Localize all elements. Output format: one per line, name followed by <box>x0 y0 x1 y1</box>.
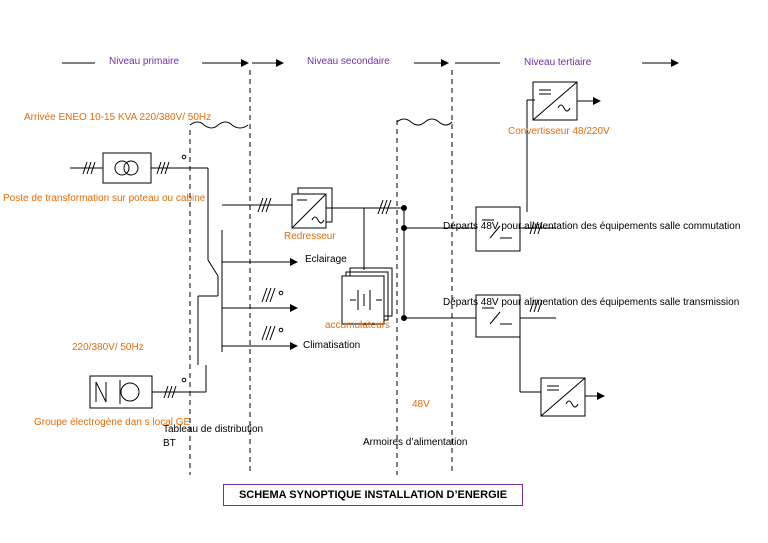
distribution-bus <box>152 204 298 393</box>
dc-48v-bus <box>401 205 476 321</box>
converter-bottom-symbol <box>540 377 605 417</box>
distribution-board-label-bt: BT <box>163 438 176 449</box>
level-boundaries <box>189 70 453 475</box>
diagram-title: SCHEMA SYNOPTIQUE INSTALLATION D’ENERGIE <box>223 484 523 506</box>
arrival-label: Arrivée ENEO 10-15 KVA 220/380V/ 50Hz <box>24 112 212 123</box>
power-cabinets-top <box>396 118 453 126</box>
distribution-board-top <box>189 121 249 129</box>
accumulators-label: accumulateurs <box>325 320 391 331</box>
lighting-label: Eclairage <box>305 254 347 265</box>
accumulators-symbol <box>341 208 393 325</box>
voltage-label: 220/380V/ 50Hz <box>72 342 144 353</box>
departure-switch-2 <box>475 294 556 393</box>
converter-label: Convertisseur 48/220V <box>508 126 610 137</box>
transformer-symbol <box>70 152 219 277</box>
v48-label: 48V <box>412 399 430 410</box>
line-marks <box>257 197 392 341</box>
rectifier-label: Redresseur <box>284 231 336 242</box>
level-primary-label: Niveau primaire <box>109 56 180 67</box>
power-cabinets-label: Armoires d’alimentation <box>363 437 468 448</box>
air-conditioning-label: Climatisation <box>303 340 361 351</box>
level-secondary-label: Niveau secondaire <box>307 56 390 67</box>
departure-switching-label: Départs 48V pour alimentation des équipe… <box>443 221 741 232</box>
generator-symbol <box>89 375 187 409</box>
level-tertiary-label: Niveau tertiaire <box>524 57 592 68</box>
generator-label: Groupe électrogène dan s local GE <box>34 417 191 428</box>
departure-switch-1 <box>475 99 556 252</box>
distribution-board-label: Tableau de distribution <box>163 424 264 435</box>
pole-transformer-label: Poste de transformation sur poteau ou ca… <box>3 193 206 204</box>
converter-top-symbol <box>532 81 601 121</box>
departure-transmission-label: Départs 48V pour alimentation des équipe… <box>443 297 740 308</box>
rectifier-symbol <box>291 187 404 229</box>
